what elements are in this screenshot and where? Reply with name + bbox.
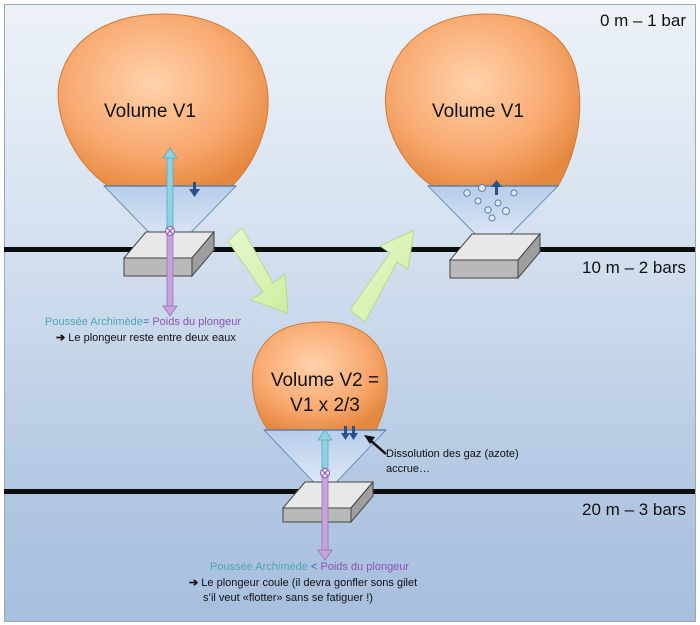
weight-term-lower: Poids du plongeur — [320, 561, 410, 573]
balloon-v1-left — [57, 13, 269, 255]
level-line-10m — [4, 247, 695, 252]
plate-left — [122, 230, 216, 278]
less-than-sign: < — [310, 561, 318, 573]
equals-sign: = — [142, 316, 150, 328]
volume-label-left: Volume V1 — [104, 101, 196, 122]
caption-lower-result-line2: s’il veut «flotter» sans se fatiguer !) — [203, 592, 373, 604]
down-arrow-left — [189, 182, 200, 197]
depth-label-0m: 0 m – 1 bar — [600, 11, 686, 30]
caption-upper-result: ➔ Le plongeur reste entre deux eaux — [56, 331, 236, 344]
dissolution-pointer — [364, 435, 387, 455]
caption-lower-equation: Poussée Archimède < Poids du plongeur — [210, 561, 409, 573]
dissolution-note-line2: accrue… — [386, 463, 431, 475]
depth-label-10m: 10 m – 2 bars — [582, 258, 686, 277]
volume-label-bottom-line2: V1 x 2/3 — [290, 395, 360, 416]
up-arrow-right — [491, 180, 502, 195]
double-down-arrow — [341, 426, 358, 440]
volume-label-bottom-line1: Volume V2 = — [270, 370, 380, 391]
plate-right — [448, 232, 542, 280]
upper-result-text: Le plongeur reste entre deux eaux — [68, 332, 236, 344]
plate-bottom — [281, 480, 375, 524]
descent-arrow — [227, 227, 289, 314]
gas-bubbles — [463, 184, 518, 222]
weight-term: Poids du plongeur — [152, 316, 242, 328]
result-arrow-icon: ➔ — [56, 332, 66, 344]
lower-result-text: Le plongeur coule (il devra gonfler sons… — [201, 577, 418, 589]
dissolution-note-line1: Dissolution des gaz (azote) — [386, 448, 519, 460]
ascent-arrow — [349, 229, 415, 323]
volume-label-right: Volume V1 — [432, 101, 524, 122]
caption-upper-equation: Poussée Archimède= Poids du plongeur — [45, 316, 241, 328]
caption-lower-result-line1: ➔ Le plongeur coule (il devra gonfler so… — [189, 576, 417, 589]
depth-label-20m: 20 m – 3 bars — [582, 500, 686, 519]
balloon-v1-right — [384, 13, 581, 253]
buoyancy-term: Poussée Archimède — [45, 316, 143, 328]
result-arrow-icon-lower: ➔ — [189, 577, 199, 589]
buoyancy-term-lower: Poussée Archimède — [210, 561, 308, 573]
